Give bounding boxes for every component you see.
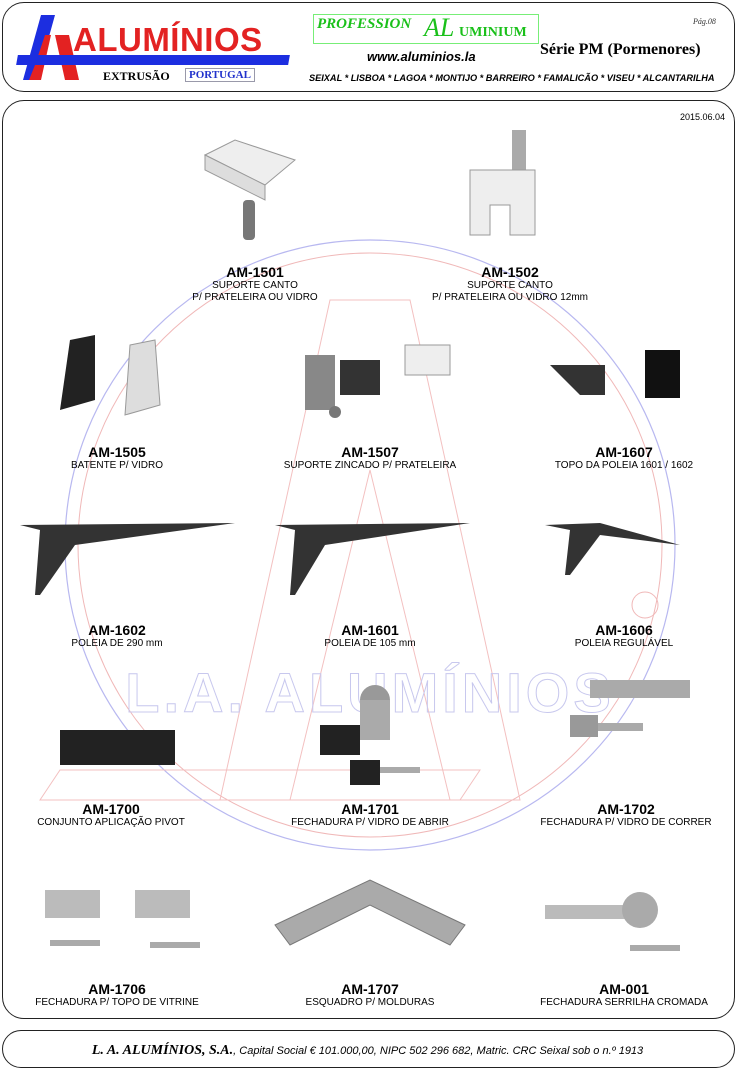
extrusion-label: EXTRUSÃO [103,69,170,83]
product-code: AM-1707 [341,981,399,997]
product-description: POLEIA DE 105 mm [324,638,416,649]
product-image-am-1606 [545,523,680,575]
product-description: P/ PRATELEIRA OU VIDRO [192,292,318,303]
logo-bar [16,55,290,65]
product-description: SUPORTE CANTO [467,280,553,291]
slogan-a: PROFESSION [317,16,412,32]
product-code: AM-1607 [595,444,653,460]
product-image-am-1701 [320,685,420,785]
series-title: Série PM (Pormenores) [540,41,701,58]
product-image-am-1502 [469,130,536,236]
header: ALUMÍNIOS EXTRUSÃO PORTUGAL PROFESSION AL… [2,2,735,92]
product-description: FECHADURA P/ VIDRO DE ABRIR [291,817,449,828]
product-description: CONJUNTO APLICAÇÃO PIVOT [37,817,185,828]
product-description: TOPO DA POLEIA 1601 / 1602 [554,460,694,471]
date: 2015.06.04 [680,112,726,122]
slogan-b: AL [424,13,455,42]
website-link[interactable]: www.aluminios.la [367,49,476,64]
product-image-am-1501 [203,139,297,240]
product-description: SUPORTE ZINCADO P/ PRATELEIRA [283,460,457,471]
product-description: POLEIA REGULÁVEL [574,638,674,649]
product-image-am-1707 [274,879,466,946]
product-code: AM-1601 [341,622,399,638]
product-image-am-1700 [60,730,175,765]
product-code: AM-1502 [481,264,539,280]
product-code: AM-1706 [88,981,146,997]
slogan-c: UMINIUM [459,25,527,40]
footer [2,1030,735,1068]
logo-a-icon [23,15,79,80]
product-code: AM-1501 [226,264,284,280]
locations: SEIXAL * LISBOA * LAGOA * MONTIJO * BARR… [309,73,715,83]
product-image-am-1505 [60,335,161,416]
product-code: AM-1606 [595,622,653,638]
footer-details: , Capital Social € 101.000,00, NIPC 502 … [233,1045,644,1057]
footer-company: L. A. ALUMÍNIOS, S.A. [91,1043,234,1058]
brand-name: ALUMÍNIOS [73,21,263,58]
product-description: FECHADURA P/ TOPO DE VITRINE [35,997,199,1008]
footer-text: L. A. ALUMÍNIOS, S.A., Capital Social € … [0,1043,735,1059]
product-code: AM-1505 [88,444,146,460]
product-description: FECHADURA SERRILHA CROMADA [540,997,708,1008]
product-image-am-1507 [305,344,451,418]
product-code: AM-001 [599,981,649,997]
product-code: AM-1702 [597,801,655,817]
product-code: AM-1602 [88,622,146,638]
page-number: Pág.08 [693,17,716,26]
product-image-am-1702 [570,680,690,737]
product-description: POLEIA DE 290 mm [71,638,163,649]
product-description: SUPORTE CANTO [212,280,298,291]
product-code: AM-1507 [341,444,399,460]
slogan: PROFESSION AL UMINIUM [313,13,539,44]
product-description: FECHADURA P/ VIDRO DE CORRER [540,817,712,828]
product-image-am-1601 [275,523,470,595]
product-image-am-1602 [20,523,235,595]
product-image-am-1607 [550,350,680,398]
product-image-am-1706 [45,890,200,948]
product-code: AM-1701 [341,801,399,817]
country-label: PORTUGAL [185,68,255,82]
product-code: AM-1700 [82,801,140,817]
product-description: P/ PRATELEIRA OU VIDRO 12mm [432,292,588,303]
product-description: ESQUADRO P/ MOLDURAS [305,997,435,1008]
product-description: BATENTE P/ VIDRO [70,460,164,471]
product-image-am-001 [545,892,680,951]
